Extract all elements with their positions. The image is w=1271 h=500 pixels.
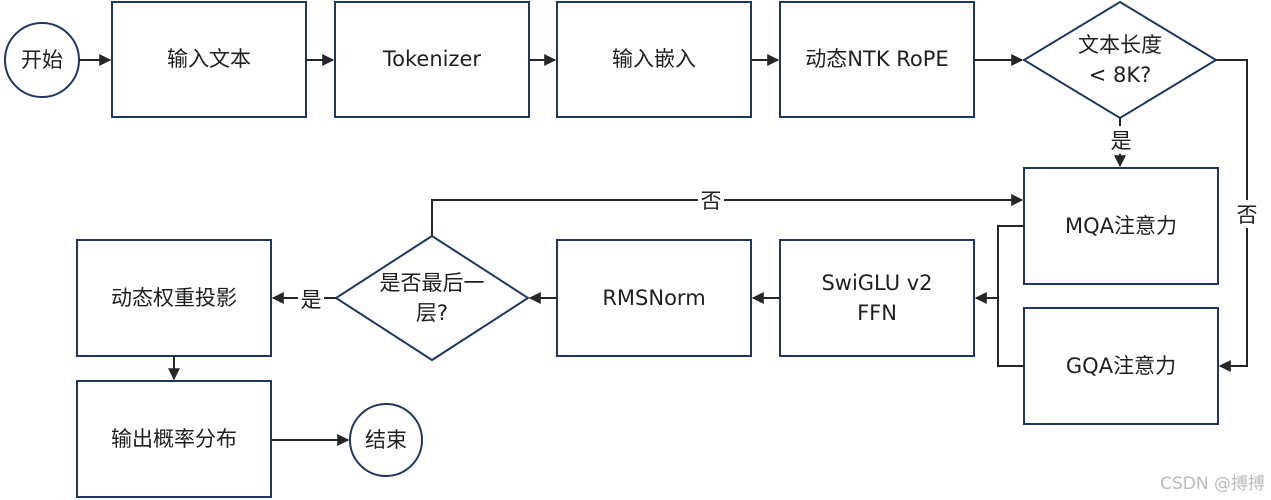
connector-last-layer-no-to-mqa [431, 194, 1024, 236]
dyn-proj-node-shape [76, 239, 272, 357]
rope-node-shape [779, 1, 975, 118]
last-layer-decision-shape [334, 234, 530, 362]
gqa-node-shape [1023, 307, 1219, 425]
watermark: CSDN @搏搏 [1160, 474, 1265, 494]
start-node-shape [4, 22, 80, 98]
input-embed-node-shape [556, 1, 752, 118]
mqa-node-shape [1023, 167, 1219, 285]
rmsnorm-node-shape [556, 239, 752, 357]
swiglu-node-shape [779, 239, 975, 357]
length-check-decision-shape [1022, 0, 1218, 120]
input-text-node-shape [111, 1, 307, 118]
connector-gqa-to-swiglu [997, 298, 1024, 367]
end-node-shape [349, 403, 423, 477]
output-prob-node-shape [76, 380, 272, 498]
connector-mqa-to-swiglu [974, 225, 1024, 304]
connector-decision-no-to-gqa [1216, 59, 1248, 372]
tokenizer-node-shape [334, 1, 530, 118]
